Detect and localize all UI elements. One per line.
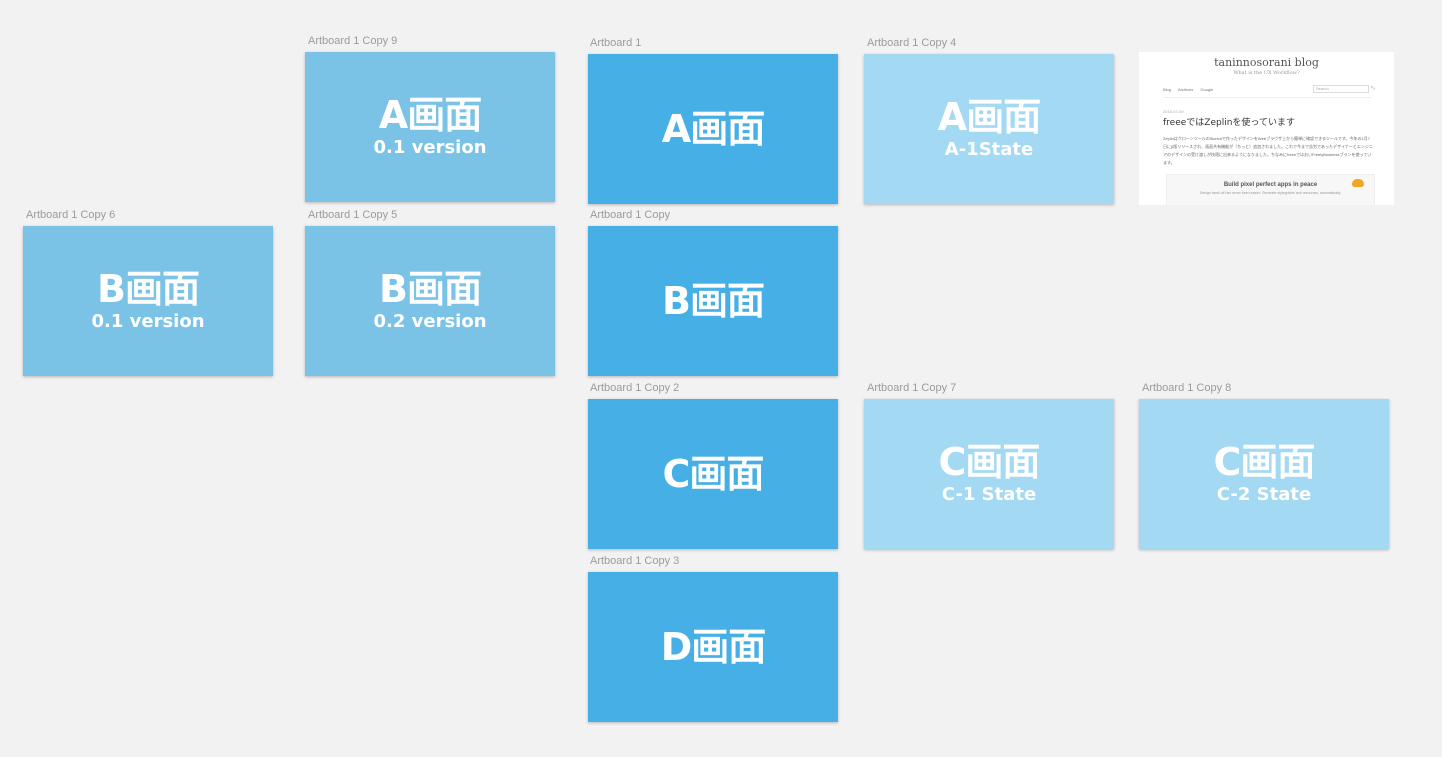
divider [1163,97,1371,98]
artboard-title: D画面 [660,625,767,669]
artboard-label[interactable]: Artboard 1 Copy 2 [590,382,680,394]
blog-nav: Blog Archives Google [1163,87,1219,92]
artboard-label[interactable]: Artboard 1 Copy 7 [867,382,957,394]
artboard-title: B画面 [97,267,200,311]
artboard-title: A画面 [378,93,482,137]
ad-subtitle: Design hand-off has never been easier. G… [1199,191,1342,195]
artboard-b[interactable]: B画面 [588,226,838,376]
rss-icon: ∿ [1370,85,1376,92]
artboard-label[interactable]: Artboard 1 Copy 6 [26,209,116,221]
artboard-label[interactable]: Artboard 1 Copy 8 [1142,382,1232,394]
artboard-b-v01[interactable]: B画面 0.1 version [23,226,273,376]
blog-post-title: freeeではZeplinを使っています [1163,118,1295,128]
artboard-c-state-2[interactable]: C画面 C-2 State [1139,399,1389,549]
blog-post-date: 2015-07-09 [1163,109,1184,114]
blog-preview-artboard[interactable]: taninnosorani blog What is the UX Workfl… [1139,52,1394,205]
blog-ad-banner: Build pixel perfect apps in peace Design… [1166,174,1375,205]
ad-title: Build pixel perfect apps in peace [1223,182,1318,188]
blog-nav-item: Archives [1177,87,1194,92]
artboard-subtitle: C-2 State [1216,484,1312,505]
artboard-title: C画面 [938,440,1041,484]
blog-tagline: What is the UX Workflow? [1233,70,1300,76]
artboard-subtitle: 0.1 version [91,311,205,332]
artboard-a-state[interactable]: A画面 A-1State [864,54,1114,204]
artboard-subtitle: 0.2 version [373,311,487,332]
zeplin-logo-icon [1352,179,1364,187]
artboard-label[interactable]: Artboard 1 Copy 4 [867,37,957,49]
blog-nav-item: Google [1200,87,1214,92]
artboard-c-state-1[interactable]: C画面 C-1 State [864,399,1114,549]
artboard-label[interactable]: Artboard 1 [590,37,642,49]
artboard-label[interactable]: Artboard 1 Copy 5 [308,209,398,221]
artboard-title: B画面 [379,267,482,311]
blog-search-box: Search [1313,85,1369,93]
artboard-label[interactable]: Artboard 1 Copy [590,209,671,221]
artboard-subtitle: C-1 State [941,484,1037,505]
artboard-label[interactable]: Artboard 1 Copy 9 [308,35,398,47]
artboard-title: B画面 [662,279,765,323]
artboard-title: C画面 [662,452,765,496]
artboard-title: A画面 [661,107,765,151]
artboard-subtitle: A-1State [944,139,1034,160]
artboard-b-v02[interactable]: B画面 0.2 version [305,226,555,376]
blog-nav-item: Blog [1163,87,1172,92]
artboard-a[interactable]: A画面 [588,54,838,204]
blog-title: taninnosorani blog [1214,56,1319,69]
artboard-a-v01[interactable]: A画面 0.1 version [305,52,555,202]
artboard-title: C画面 [1213,440,1316,484]
blog-post-body: ZeplinはクローンツールのSketchで作ったデザインをWebブラウザ上から… [1163,136,1373,165]
artboard-subtitle: 0.1 version [373,137,487,158]
artboard-d[interactable]: D画面 [588,572,838,722]
artboard-label[interactable]: Artboard 1 Copy 3 [590,555,680,567]
artboard-title: A画面 [937,95,1041,139]
artboard-c[interactable]: C画面 [588,399,838,549]
